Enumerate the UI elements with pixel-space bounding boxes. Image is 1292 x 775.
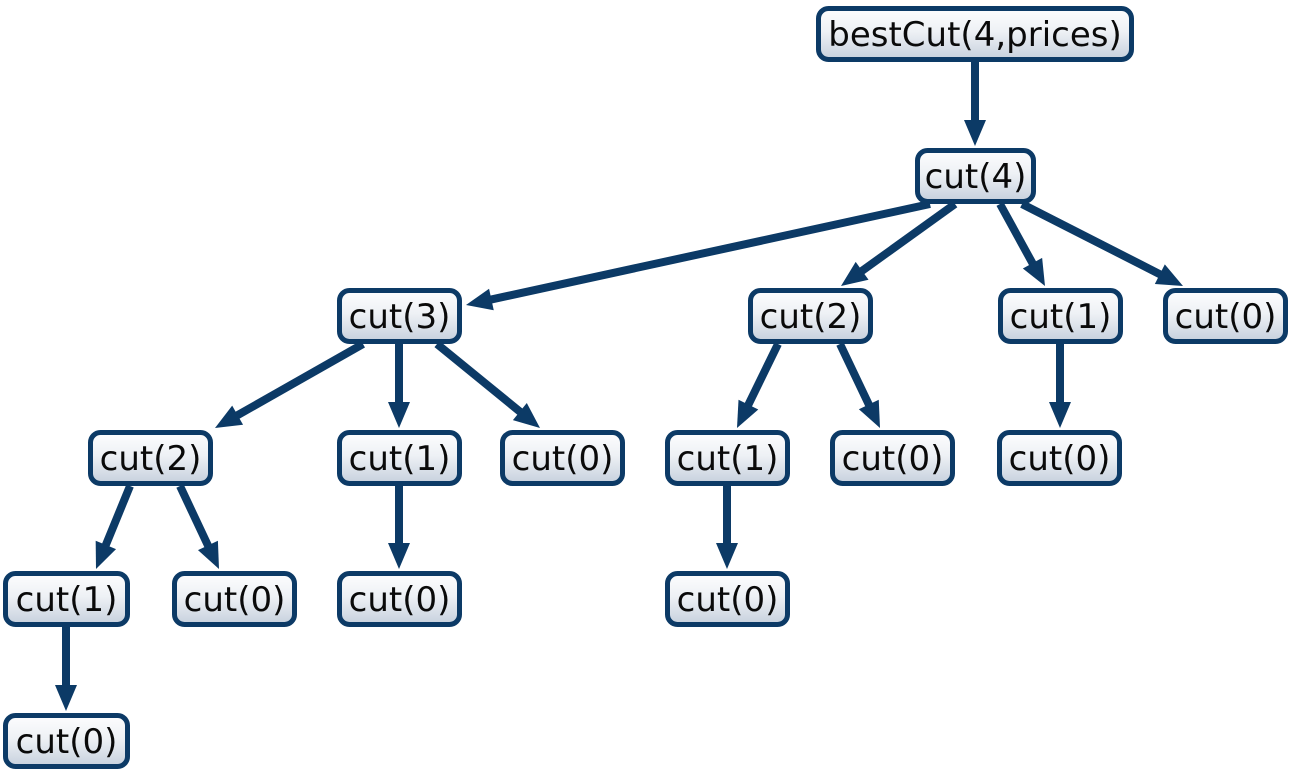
tree-edge: [1049, 344, 1071, 428]
edge-arrowhead: [841, 261, 869, 286]
tree-node-cut3[interactable]: cut(3): [337, 288, 462, 344]
edge-line: [856, 200, 958, 277]
tree-edge: [716, 486, 738, 569]
node-box: [997, 430, 1122, 486]
tree-edge: [215, 340, 365, 428]
tree-edge: [434, 340, 540, 428]
node-box: [500, 430, 625, 486]
edge-arrowhead: [95, 540, 117, 569]
tree-node-cut0[interactable]: cut(0): [997, 430, 1122, 486]
edge-arrowhead: [1022, 257, 1045, 286]
nodes-layer: bestCut(4,prices) cut(4) cut(3) cut(2) cut(1…: [3, 6, 1288, 769]
node-box: [172, 571, 297, 627]
tree-edge: [737, 342, 782, 428]
tree-node-cut4[interactable]: cut(4): [915, 148, 1036, 204]
edge-arrowhead: [388, 402, 410, 428]
edge-line: [836, 342, 875, 410]
tree-edge: [466, 200, 931, 311]
node-box: [3, 571, 130, 627]
edge-arrowhead: [737, 399, 759, 428]
tree-node-cut0[interactable]: cut(0): [337, 571, 462, 627]
node-box: [337, 571, 462, 627]
node-box: [998, 288, 1123, 344]
node-box: [915, 148, 1036, 204]
tree-node-cut0[interactable]: cut(0): [830, 430, 955, 486]
edges-layer: [55, 62, 1183, 711]
edge-line: [996, 202, 1038, 269]
tree-node-bestcut4prices[interactable]: bestCut(4,prices): [816, 6, 1134, 62]
tree-node-cut1[interactable]: cut(1): [665, 430, 790, 486]
tree-node-cut0[interactable]: cut(0): [665, 571, 790, 627]
node-box: [337, 288, 462, 344]
edge-arrowhead: [1049, 402, 1071, 428]
node-box: [1163, 288, 1288, 344]
tree-edge: [176, 484, 219, 569]
edge-arrowhead: [512, 403, 540, 428]
edge-arrowhead: [964, 120, 986, 146]
node-box: [816, 6, 1134, 62]
edge-line: [434, 340, 526, 418]
edge-arrowhead: [716, 543, 738, 569]
node-box: [665, 571, 790, 627]
tree-edge: [95, 484, 134, 569]
edge-arrowhead: [197, 540, 219, 569]
tree-node-cut2[interactable]: cut(2): [88, 430, 213, 486]
node-box: [665, 430, 790, 486]
edge-line: [232, 340, 365, 421]
edge-arrowhead: [55, 685, 77, 711]
tree-edge: [996, 202, 1045, 286]
edge-line: [486, 200, 931, 305]
tree-node-cut0[interactable]: cut(0): [1163, 288, 1288, 344]
node-box: [830, 430, 955, 486]
edge-line: [100, 484, 134, 551]
edge-arrowhead: [388, 543, 410, 569]
node-box: [748, 288, 873, 344]
edge-line: [1020, 200, 1166, 280]
edge-line: [743, 342, 782, 410]
tree-edge: [964, 62, 986, 146]
tree-edge: [836, 342, 880, 428]
tree-node-cut1[interactable]: cut(1): [337, 430, 462, 486]
node-box: [3, 713, 130, 769]
edge-arrowhead: [1154, 264, 1183, 286]
tree-node-cut0[interactable]: cut(0): [3, 713, 130, 769]
tree-node-cut1[interactable]: cut(1): [998, 288, 1123, 344]
tree-node-cut2[interactable]: cut(2): [748, 288, 873, 344]
edge-arrowhead: [215, 405, 244, 428]
tree-node-cut1[interactable]: cut(1): [3, 571, 130, 627]
node-box: [88, 430, 213, 486]
tree-node-cut0[interactable]: cut(0): [172, 571, 297, 627]
edge-arrowhead: [466, 288, 494, 311]
tree-edge: [1020, 200, 1183, 286]
edge-line: [176, 484, 214, 551]
tree-edge: [841, 200, 958, 286]
tree-edge: [388, 344, 410, 428]
tree-edge: [55, 627, 77, 711]
tree-node-cut0[interactable]: cut(0): [500, 430, 625, 486]
tree-edge: [388, 486, 410, 569]
node-box: [337, 430, 462, 486]
edge-arrowhead: [858, 399, 880, 428]
